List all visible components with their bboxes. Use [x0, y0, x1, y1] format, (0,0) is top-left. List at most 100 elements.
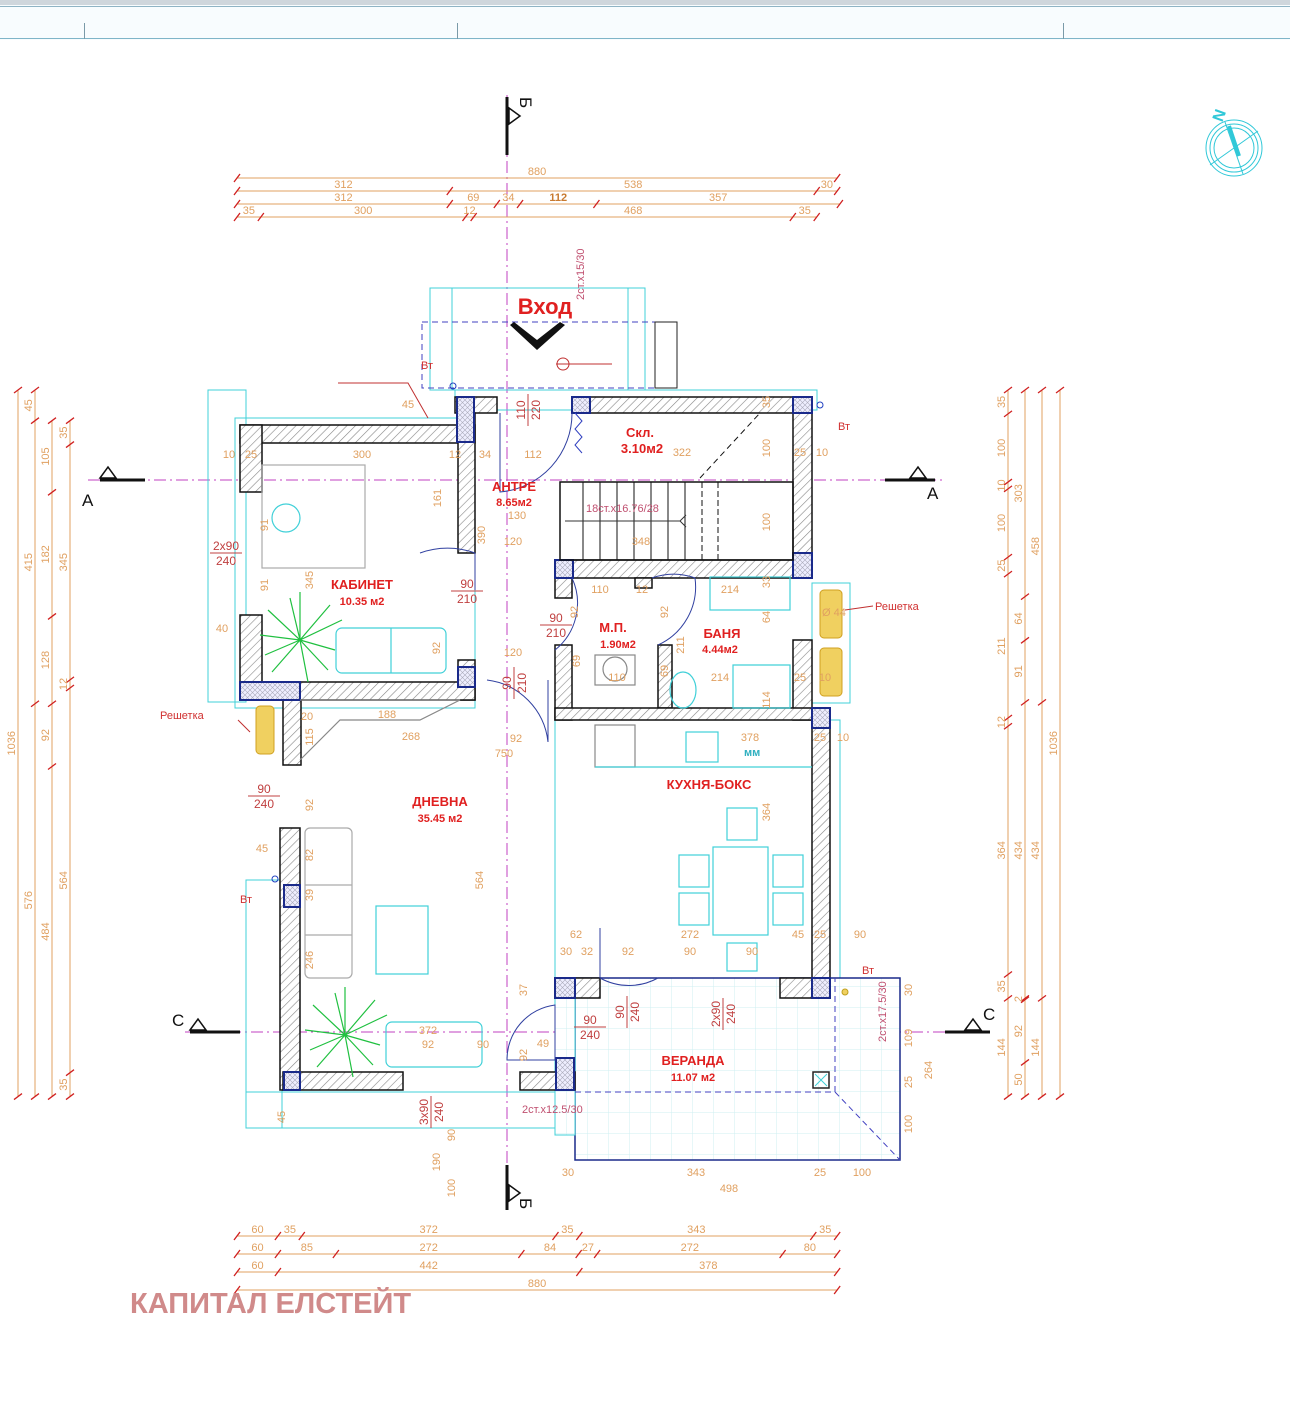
interior-dimension: 39: [304, 889, 316, 901]
interior-dimension: 92: [622, 946, 634, 958]
interior-dimension: 214: [711, 672, 729, 684]
door-height: 240: [432, 1102, 446, 1122]
interior-dimension: 300: [353, 449, 371, 461]
dimension-tick: [298, 1231, 306, 1241]
dimension-tick: [1037, 1093, 1047, 1101]
ruler-tick: [457, 23, 458, 39]
staircase: [559, 412, 794, 561]
door-swings: [419, 412, 697, 1061]
dimension-tick: [1003, 485, 1013, 493]
dimension-tick: [47, 612, 57, 620]
dimension-tick: [47, 417, 57, 425]
dimension-tick: [30, 417, 40, 425]
wall-mp-left-top: [554, 577, 573, 599]
dimension-tick: [13, 386, 23, 394]
wall-stair-bottom: [554, 559, 794, 579]
interior-dimension: 343: [687, 1167, 705, 1179]
door-width: 90: [500, 676, 514, 690]
interior-dimension: 268: [402, 731, 420, 743]
sliding-door-icon: [574, 412, 583, 454]
dimension-label: 458: [1030, 537, 1042, 555]
room-area-bath: 4.44м2: [702, 644, 738, 656]
wall-living-left-upper: [282, 699, 302, 766]
door-height: 210: [546, 626, 566, 640]
dimension-label: 10: [996, 479, 1008, 491]
walls: [239, 396, 831, 1091]
interior-dimension: 190: [431, 1153, 443, 1171]
room-name-mp: М.П.: [599, 620, 626, 635]
cabinet-shelf: [299, 699, 461, 761]
veranda-floor: [574, 977, 901, 1161]
ruler-tick: [1063, 23, 1064, 39]
interior-dimension: 45: [792, 929, 804, 941]
dimension-label: 100: [996, 439, 1008, 457]
north-compass-icon: [1205, 119, 1263, 177]
interior-dimension: 100: [446, 1179, 458, 1197]
dimension-tick: [836, 199, 844, 209]
door-height: 220: [529, 400, 543, 420]
interior-dimension: 91: [259, 579, 271, 591]
dimension-label: 128: [40, 651, 52, 669]
interior-dimension: 92: [518, 1049, 530, 1061]
column-cross: [814, 1073, 828, 1087]
wall-cabinet-top: [239, 424, 476, 444]
dimension-label: 25: [996, 559, 1008, 571]
dimension-tick: [1020, 994, 1030, 1002]
interior-dimension: 498: [720, 1183, 738, 1195]
dimension-tick: [233, 1231, 241, 1241]
dimension-label: 12: [463, 205, 475, 217]
wall-cabinet-left-upper: [239, 424, 263, 493]
viewer-toolbar: [0, 0, 1290, 40]
dimension-label: 211: [996, 637, 1008, 655]
grille-label: Решетка: [160, 710, 205, 722]
section-a-left: А: [82, 491, 94, 510]
interior-dimension: 30: [562, 1167, 574, 1179]
dimension-tick: [65, 441, 75, 449]
dimension-tick: [1020, 386, 1030, 394]
veranda-roof-line: [575, 978, 901, 1161]
interior-dimension: 246: [304, 951, 316, 969]
dimension-tick: [1020, 593, 1030, 601]
dimension-tick: [1020, 1093, 1030, 1101]
interior-dimension: 49: [537, 1038, 549, 1050]
dimension-label: 35: [996, 396, 1008, 408]
dimension-label: 1036: [6, 731, 18, 755]
interior-dimension: 90: [446, 1129, 458, 1141]
dimension-tick: [593, 1249, 601, 1259]
interior-dimension: 120: [504, 536, 522, 548]
section-arrows: [98, 106, 983, 1203]
interior-dimension: 91: [259, 519, 271, 531]
interior-dimension: 10: [837, 732, 849, 744]
wall-mp-right-top: [634, 577, 653, 589]
dimension-label: 80: [804, 1242, 816, 1254]
interior-dimension: 109: [903, 1029, 915, 1047]
dimension-tick: [1020, 1058, 1030, 1066]
dimension-tick: [833, 1285, 841, 1295]
interior-dimension: 35: [761, 396, 773, 408]
dimension-tick: [274, 1267, 282, 1277]
door-width: 90: [549, 611, 563, 625]
dimension-tick: [65, 417, 75, 425]
door-height: 240: [628, 1002, 642, 1022]
dimension-tick: [30, 386, 40, 394]
interior-dimension: 33: [761, 576, 773, 588]
downpipe-icon: [449, 382, 457, 390]
dimension-tick: [47, 1093, 57, 1101]
dimension-tick: [813, 212, 821, 222]
interior-dimension: 364: [761, 803, 773, 821]
interior-dimension: 45: [276, 1111, 288, 1123]
room-name-kitchen: КУХНЯ-БОКС: [667, 777, 752, 792]
section-markers: [100, 97, 990, 1210]
dimension-label: 434: [1013, 841, 1025, 859]
section-a-right: А: [927, 484, 939, 503]
dimension-label: 60: [251, 1260, 263, 1272]
dimension-tick: [65, 684, 75, 692]
dimension-label: 415: [23, 553, 35, 571]
interior-dimension: 115: [304, 728, 316, 746]
interior-dimension: 37: [518, 984, 530, 996]
dimension-tick: [233, 186, 241, 196]
dining-chair: [772, 854, 804, 888]
interior-dimension: 92: [431, 642, 443, 654]
interior-dimension: 40: [216, 623, 228, 635]
